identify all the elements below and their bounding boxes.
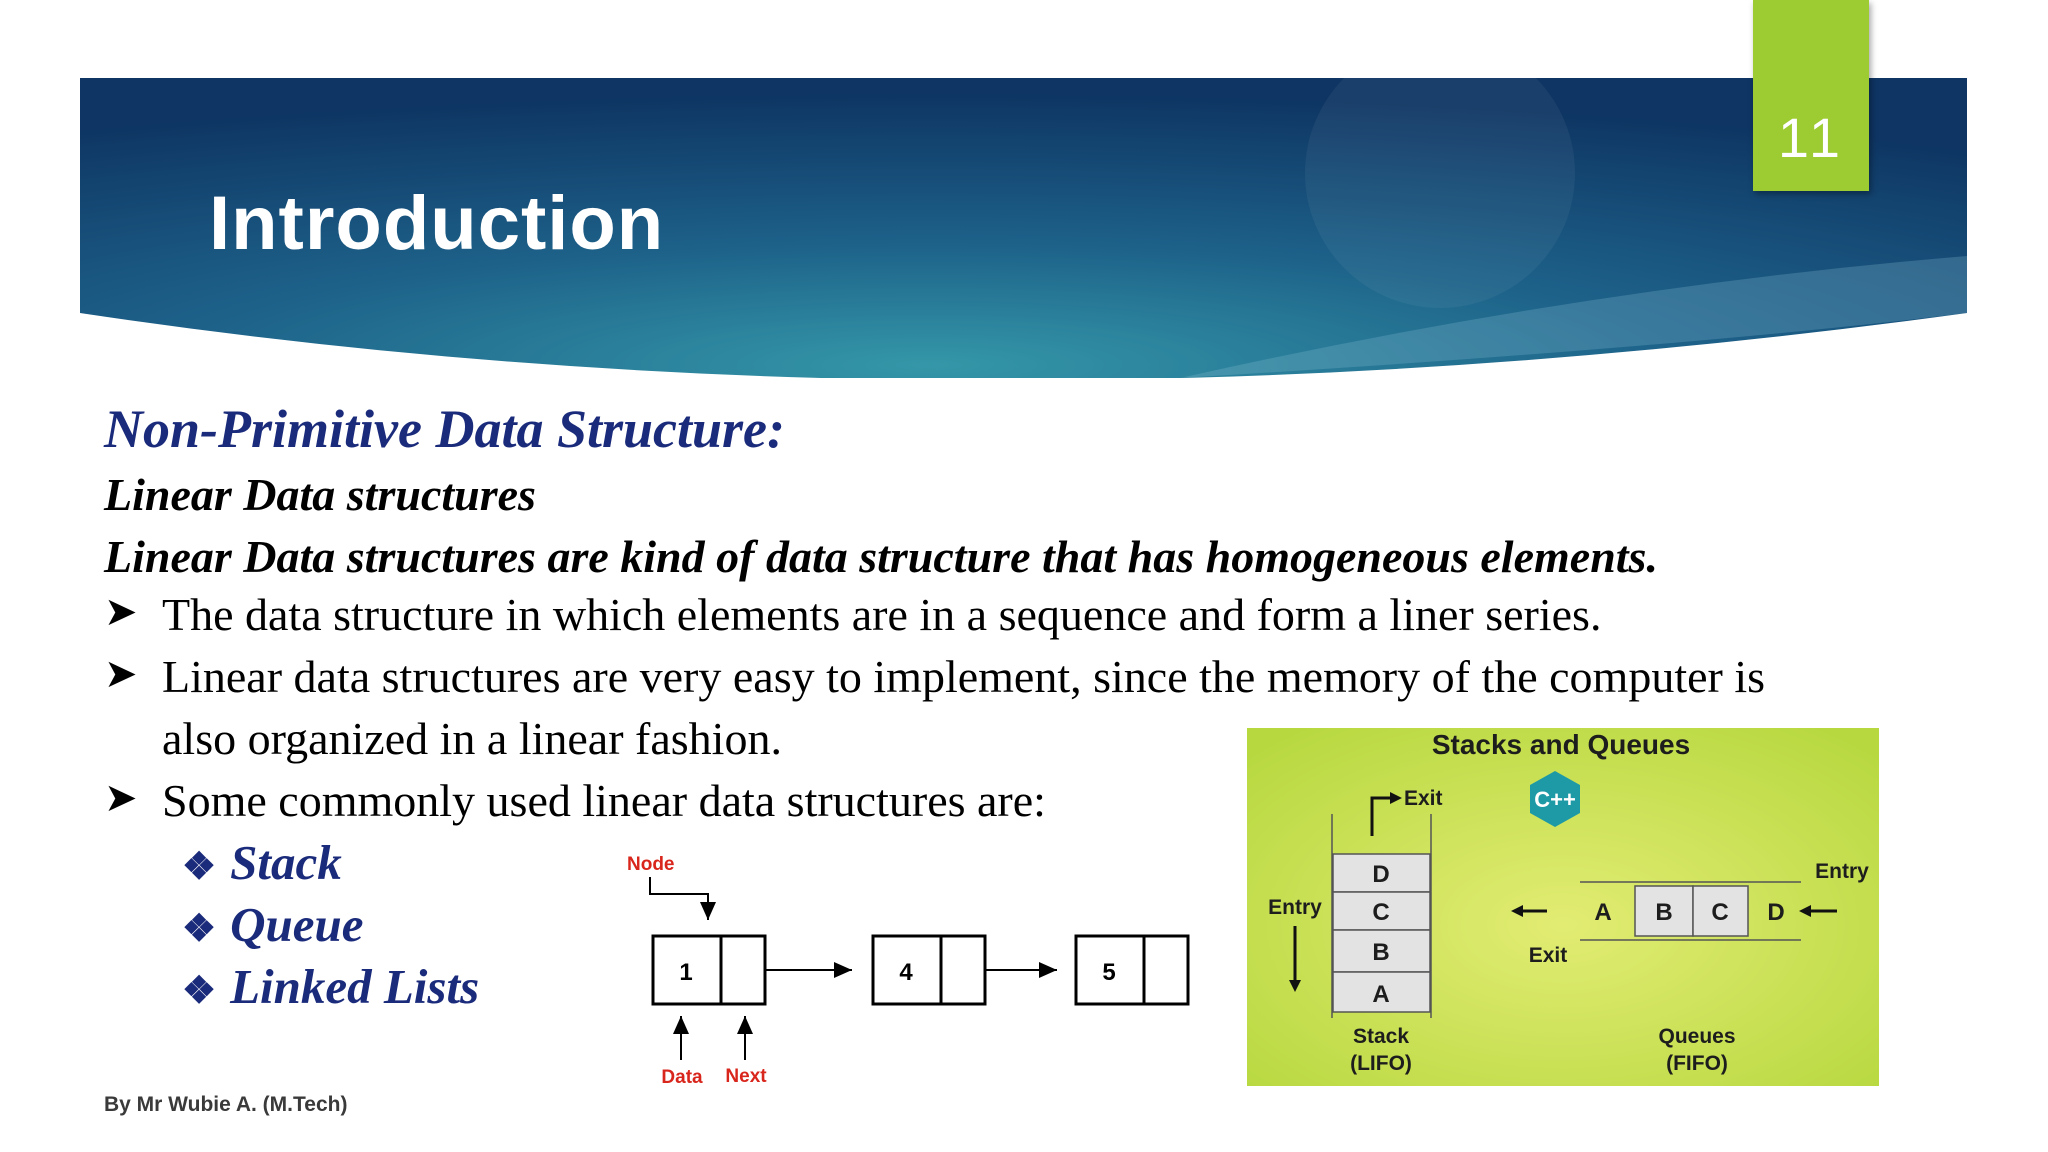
stack-item-c: C <box>1372 899 1389 926</box>
stack-item-a: A <box>1372 981 1389 1008</box>
page-number: 11 <box>1777 106 1845 169</box>
stacks-queues-image: Stacks and Queues C++ Exit D C B A Entry… <box>1247 728 1879 1086</box>
node-3-value: 5 <box>1102 959 1115 986</box>
next-label: Next <box>725 1066 767 1087</box>
diamond-bullet-icon: ❖ <box>182 846 217 888</box>
svg-text:C++: C++ <box>1534 787 1576 812</box>
node-2: 4 <box>871 934 987 1006</box>
node-1-value: 1 <box>679 959 692 986</box>
header-banner <box>80 78 1967 378</box>
linked-list-diagram: Node 1 4 5 Data Next <box>627 854 1190 1088</box>
queue-item-a: A <box>1594 899 1611 926</box>
stack-entry-label: Entry <box>1268 896 1322 919</box>
diamond-bullet-icon: ❖ <box>182 908 217 950</box>
stack-item-b: B <box>1372 939 1389 966</box>
arrow-bullet-icon: ➤ <box>104 589 138 634</box>
queue-caption-1: Queues <box>1658 1025 1735 1048</box>
bullet-text-1: The data structure in which elements are… <box>162 589 1602 640</box>
queue-caption-2: (FIFO) <box>1666 1052 1728 1075</box>
section-heading: Non-Primitive Data Structure: <box>104 399 786 459</box>
bullet-text-2: Linear data structures are very easy to … <box>162 651 1766 702</box>
stack-caption-1: Stack <box>1353 1025 1409 1048</box>
sub-item-queue: ❖Queue <box>182 897 364 952</box>
arrow-bullet-icon: ➤ <box>104 775 138 820</box>
node-1: 1 <box>651 934 767 1006</box>
bullet-text-2-continued: also organized in a linear fashion. <box>162 713 782 764</box>
queue-item-d: D <box>1767 899 1784 926</box>
queue-item-b: B <box>1655 899 1672 926</box>
sub-item-stack: ❖Stack <box>182 835 342 890</box>
stack-item-d: D <box>1372 861 1389 888</box>
node-label: Node <box>627 854 675 875</box>
stack-exit-label: Exit <box>1404 787 1443 810</box>
queue-exit-label: Exit <box>1529 944 1568 967</box>
page-number-badge: 11 <box>1753 0 1869 191</box>
slide-title: Introduction <box>209 181 665 266</box>
diamond-bullet-icon: ❖ <box>182 970 217 1012</box>
data-label: Data <box>661 1067 703 1088</box>
cpp-logo-icon: C++ <box>1530 771 1580 827</box>
image-title: Stacks and Queues <box>1432 729 1690 760</box>
section-description: Linear Data structures are kind of data … <box>104 531 1658 582</box>
queue-item-c: C <box>1711 899 1728 926</box>
arrow-bullet-icon: ➤ <box>104 651 138 696</box>
section-subheading: Linear Data structures <box>104 469 536 520</box>
bullet-text-3: Some commonly used linear data structure… <box>162 775 1046 826</box>
sub-item-linked-lists: ❖Linked Lists <box>182 959 480 1014</box>
footer-author: By Mr Wubie A. (M.Tech) <box>104 1093 348 1116</box>
node-2-value: 4 <box>899 959 913 986</box>
node-3: 5 <box>1074 934 1190 1006</box>
stack-caption-2: (LIFO) <box>1350 1052 1412 1075</box>
queue-entry-label: Entry <box>1815 860 1869 883</box>
